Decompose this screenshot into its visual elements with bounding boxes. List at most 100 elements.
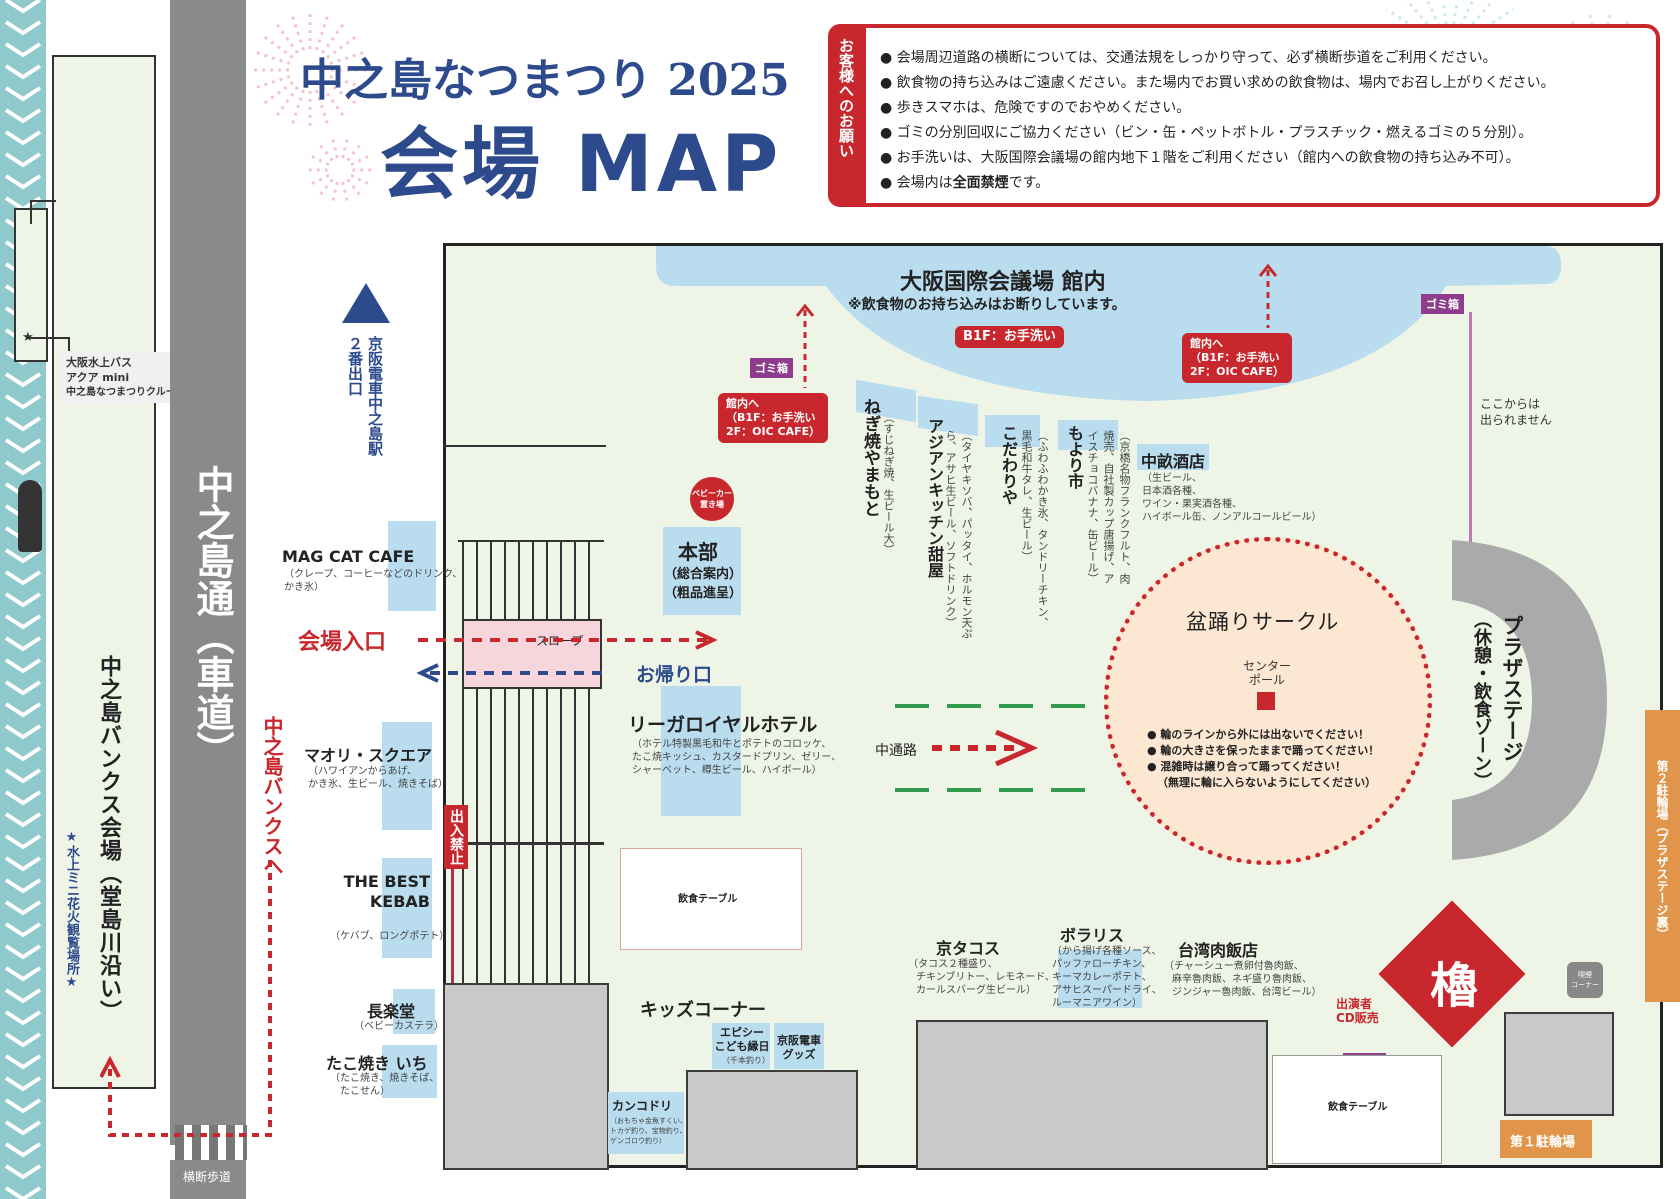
takoyaki-desc-1: （たこ焼き、焼きそば、 [330, 1073, 440, 1084]
building-right [1504, 1012, 1614, 1116]
notice-smoking-bold: 全面禁煙 [952, 175, 1009, 191]
road-name: 中之島通（車道） [190, 465, 234, 769]
epi-name-1: エピシー [720, 1026, 764, 1039]
kankodori-desc-3: ゲンゴロウ釣り） [610, 1137, 666, 1145]
page-subtitle: 会場 MAP [380, 120, 783, 210]
building-bottom-left [443, 983, 609, 1170]
stall-asian-desc: （タイヤキソバ、パッタイ、ホルモン天ぷら、アサヒ生ビール、ソフトドリンク） [944, 430, 973, 639]
honbu-box [663, 527, 741, 615]
notice-smoking-prefix: ● 会場内は [880, 175, 953, 191]
pier-connector [30, 200, 56, 224]
polaris-desc-5: ルーマニアワイン） [1052, 998, 1142, 1009]
crosswalk-label: 横断歩道 [183, 1170, 232, 1184]
taiwan-desc-2: 麻辛魯肉飯、ネギ盛り魯肉飯、 [1172, 974, 1312, 985]
stall-box-chorakudo [393, 989, 435, 1034]
crosswalk-stripes [175, 1125, 247, 1160]
plaza-stage-name: プラザステージ [1500, 615, 1524, 762]
stall-polaris-name: ボラリス [1060, 926, 1125, 945]
keihan-goods-2: グッズ [782, 1048, 816, 1061]
stall-maori-name: マオリ・スクエア [304, 746, 433, 765]
plaza-stage-shape [1452, 540, 1607, 860]
kyotacos-desc-1: （タコス２種盛り、 [908, 959, 998, 970]
kankodori-desc-2: トカゲ釣り、宝物釣り、 [610, 1127, 687, 1135]
stall-chorakudo-name: 長楽堂 [367, 1002, 416, 1021]
magcat-desc-1: （クレープ、コーヒーなどのドリンク、 [284, 569, 463, 580]
hall-note: ※飲食物のお持ち込みはお断りしています。 [848, 297, 1126, 313]
stall-nakasake-name: 中畝酒店 [1141, 452, 1206, 471]
enter-hall-right-badge: 館内へ （B1F：お手洗い 2F：OIC CAFE） [1182, 333, 1293, 383]
dining-table-right-label: 飲食テーブル [1328, 1102, 1388, 1113]
building-kids [686, 1070, 858, 1170]
stall-kodawari-desc: （ふわふわかき氷、タンドリーチキン、黒毛和牛タレ、生ビール） [1020, 430, 1049, 628]
no-entry-label: 出入禁止 [444, 805, 468, 869]
kankodori-desc-1: （おもちゃ金魚すくい、 [610, 1117, 687, 1125]
stall-taiwan-desc: （チャーシュー煮卵付魯肉飯、 麻辛魯肉飯、ネギ盛り魯肉飯、 ジンジャー魯肉飯、台… [1164, 960, 1322, 999]
bon-rule-3: ● 混雑時は譲り合って踊ってください！ [1147, 760, 1346, 773]
stall-rihga-name: リーガロイヤルホテル [628, 714, 818, 736]
center-pole-label: センター ポール [1243, 659, 1291, 687]
central-path-label: 中通路 [875, 743, 917, 759]
taiwan-desc-1: （チャーシュー煮卵付魯肉飯、 [1164, 961, 1304, 972]
notice-smoking-suffix: です。 [1008, 175, 1050, 191]
notice-item: ● 飲食物の持ち込みはご遠慮ください。また場内でお買い求めの飲食物は、場内でお召… [880, 75, 1555, 91]
notice-item: ● 会場周辺道路の横断については、交通法規をしっかり守って、必ず横断歩道をご利用… [880, 50, 1497, 66]
parking-1 [1500, 1120, 1592, 1158]
stall-taiwan-name: 台湾肉飯店 [1178, 941, 1259, 960]
station-exit-label: ２番出口 [346, 336, 364, 396]
smoking-corner-line1: 喫煙 [1578, 971, 1592, 979]
stall-polaris-desc: （から揚げ各種ソース、 パッファローチキン、 キーマカレーポテト、 アサヒスーパ… [1052, 945, 1162, 1010]
slope-box [462, 619, 602, 689]
stall-moyori-desc: （京橋名物フランクフルト、肉焼売、自社製カップ唐揚げ、アイスチョコバナナ、缶ビー… [1086, 430, 1131, 584]
fireworks-deco-left [250, 10, 375, 205]
nakasake-desc-3: ワイン・果実酒各種、 [1142, 499, 1242, 510]
water-bus-line1: 大阪水上バス [66, 356, 132, 369]
cd-sale-label: 出演者 CD販売 [1336, 997, 1379, 1025]
rihga-desc-1: （ホテル特製黒毛和牛とポテトのコロッケ、 [632, 739, 832, 750]
notice-item-smoking: ● 会場内は全面禁煙です。 [880, 171, 1555, 196]
cruise-pin-drop [68, 337, 70, 351]
no-entry-line [451, 805, 454, 985]
center-pole-line1: センター [1243, 659, 1292, 673]
stall-rihga-desc: （ホテル特製黒毛和牛とポテトのコロッケ、 たこ焼キッシュ、カスタードプリン、ゼリ… [632, 738, 841, 777]
enter-hall-left-line1: 館内へ [726, 397, 759, 410]
banks-venue-pier [14, 208, 48, 362]
stall-keihan-goods-name: 京阪電車 グッズ [774, 1034, 824, 1062]
enter-hall-left-line2: （B1F：お手洗い [726, 411, 816, 424]
rihga-desc-2: たこ焼キッシュ、カスタードプリン、ゼリー、 [632, 752, 842, 763]
corridor-stripes [462, 540, 602, 990]
banks-venue-strip [52, 55, 156, 1089]
no-pass-line1: ここからは [1480, 397, 1541, 411]
water-bus-line2: アクア mini [66, 371, 130, 384]
stall-kodawari-name: こだわりや [999, 425, 1018, 505]
stall-negiyaki-desc: （すじねぎ焼、生ビール大） [882, 412, 895, 555]
stall-box-rihga [661, 686, 741, 816]
dining-table-left [620, 848, 802, 950]
enter-hall-arrow-left [795, 303, 815, 388]
cruise-pin-line [28, 337, 70, 339]
polaris-desc-3: キーマカレーポテト、 [1052, 972, 1152, 983]
hall-title: 大阪国際会議場 館内 [900, 270, 1106, 295]
stall-box-moyori [1058, 420, 1118, 450]
stall-asian-name: アジアンキッチン甜屋 [925, 418, 944, 578]
exit-label: お帰り口 [636, 664, 713, 686]
corridor-cross-line-bottom [458, 842, 604, 845]
cd-sale-line1: 出演者 [1336, 997, 1373, 1011]
center-pole-marker [1257, 692, 1275, 710]
maori-desc-1: （ハワイアンからあげ、 [308, 766, 417, 777]
stall-box-takoyaki [382, 1045, 437, 1098]
nakasake-desc-1: （生ビール、 [1142, 473, 1202, 484]
stall-nakasake-desc: （生ビール、 日本酒各種、 ワイン・果実酒各種、 ハイボール缶、ノンアルコールビ… [1142, 472, 1322, 524]
takoyaki-desc-2: たこせん） [340, 1086, 390, 1097]
stall-magcat-name: MAG CAT CAFE [282, 547, 415, 566]
polaris-desc-2: パッファローチキン、 [1052, 959, 1152, 970]
plaza-stage-sub: （休憩・飲食ゾーン） [1471, 610, 1492, 790]
stall-box-polaris [1058, 950, 1142, 1008]
stall-box-kodawari [985, 415, 1040, 447]
enter-hall-left-badge: 館内へ （B1F：お手洗い 2F：OIC CAFE） [718, 393, 829, 443]
stall-magcat-desc: （クレープ、コーヒーなどのドリンク、 かき氷） [284, 568, 462, 594]
trash-bin-hall: ゴミ箱 [750, 358, 793, 378]
stall-chorakudo-desc: （ベビーカステラ） [354, 1021, 444, 1032]
honbu-sub1: （総合案内） [664, 567, 743, 582]
trash-bin-top-right: ゴミ箱 [1421, 294, 1464, 314]
